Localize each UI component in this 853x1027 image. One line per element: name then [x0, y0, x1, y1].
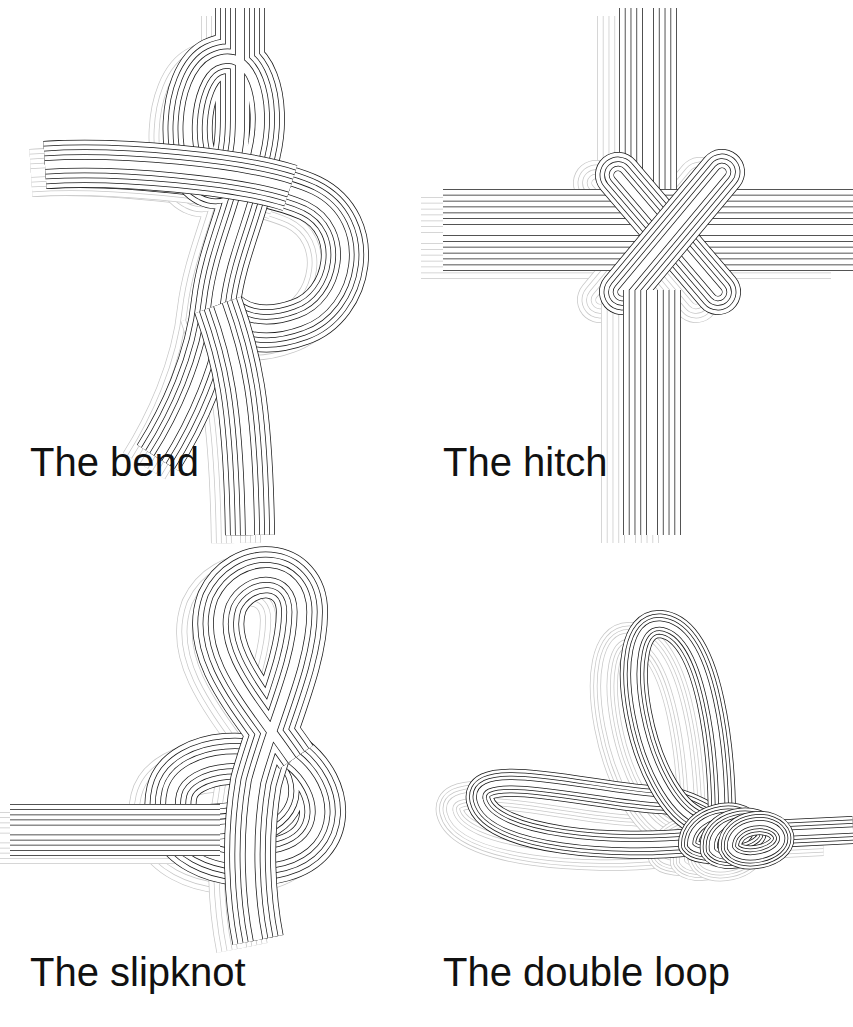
- rope-strand: [218, 572, 302, 940]
- knot-label: The double loop: [443, 950, 730, 994]
- rope-strand: [45, 164, 290, 188]
- rope-strand: [218, 572, 302, 940]
- rope-strand: [45, 164, 290, 188]
- rope-strand: [647, 290, 657, 535]
- rope-strand: [218, 572, 302, 940]
- rope-strand: [45, 164, 290, 188]
- rope-strand: [45, 164, 290, 188]
- rope-strand: [10, 815, 220, 845]
- rope-strand: [622, 172, 722, 292]
- rope-strand: [218, 305, 250, 535]
- rope-strand: [10, 820, 220, 839]
- rope-strand: [630, 290, 675, 535]
- rope-strand: [730, 823, 782, 857]
- rope-strand: [622, 172, 722, 292]
- rope-strand: [218, 305, 250, 535]
- rope-strand: [10, 826, 220, 835]
- knot-label: The hitch: [443, 440, 608, 484]
- rope-strand: [629, 290, 675, 535]
- rope-strand: [646, 290, 658, 535]
- rope-strand: [10, 805, 220, 856]
- rope-strand: [634, 624, 722, 822]
- rope-strand: [730, 823, 782, 857]
- rope-strand: [45, 164, 290, 188]
- rope-strand: [640, 290, 663, 535]
- rope-strand: [634, 624, 722, 822]
- rope-strand: [635, 290, 668, 535]
- rope-strand: [634, 624, 722, 822]
- rope-strand: [218, 305, 250, 535]
- rope-strand: [218, 572, 302, 940]
- rope-strand: [45, 164, 290, 188]
- rope-strand: [218, 305, 250, 535]
- rope-strand: [622, 172, 722, 292]
- rope-strand: [45, 164, 290, 188]
- rope-strand: [622, 172, 722, 292]
- rope-strand: [622, 172, 722, 292]
- rope-strand: [10, 814, 220, 845]
- rope-strand: [45, 164, 290, 188]
- rope-strand: [730, 823, 782, 857]
- rope-strand: [634, 624, 722, 822]
- knot-figure: [450, 624, 853, 869]
- knot-figure: [31, 8, 345, 543]
- rope-strand: [634, 624, 722, 822]
- rope-strand: [622, 172, 722, 292]
- knot-figure: [0, 572, 320, 948]
- rope-strand: [45, 164, 290, 188]
- rope-strand: [218, 305, 250, 535]
- knot-main: [480, 624, 853, 857]
- rope-strand: [218, 572, 302, 940]
- rope-strand: [622, 172, 722, 292]
- rope-strand: [622, 172, 722, 292]
- rope-strand: [218, 305, 250, 535]
- rope-strand: [218, 305, 250, 535]
- rope-strand: [10, 820, 220, 841]
- rope-strand: [623, 290, 681, 535]
- rope-strand: [641, 290, 663, 535]
- rope-strand: [10, 810, 220, 850]
- rope-strand: [730, 823, 782, 857]
- rope-strand: [218, 305, 250, 535]
- rope-strand: [730, 823, 782, 857]
- rope-strand: [635, 290, 670, 535]
- rope-strand: [218, 572, 302, 940]
- rope-strand: [730, 823, 782, 857]
- rope-strand: [624, 290, 681, 535]
- rope-strand: [634, 624, 722, 822]
- rope-strand: [622, 172, 722, 292]
- rope-strand: [218, 572, 302, 940]
- rope-strand: [10, 825, 220, 835]
- rope-strand: [10, 809, 220, 851]
- rope-strand: [10, 804, 220, 856]
- rope-strand: [218, 305, 250, 535]
- rope-strand: [730, 823, 782, 857]
- rope-strand: [622, 172, 722, 292]
- knot-label: The bend: [30, 440, 199, 484]
- rope-strand: [218, 572, 302, 940]
- rope-strand: [730, 823, 782, 857]
- knot-label: The slipknot: [30, 950, 246, 994]
- rope-strand: [634, 624, 722, 822]
- knot-main: [10, 572, 320, 940]
- knot-main: [443, 8, 853, 535]
- rope-strand: [218, 572, 302, 940]
- rope-strand: [218, 572, 302, 940]
- knot-figure: [421, 8, 853, 543]
- rope-strand: [634, 624, 722, 822]
- rope-strand: [45, 164, 290, 188]
- rope-strand: [218, 305, 250, 535]
